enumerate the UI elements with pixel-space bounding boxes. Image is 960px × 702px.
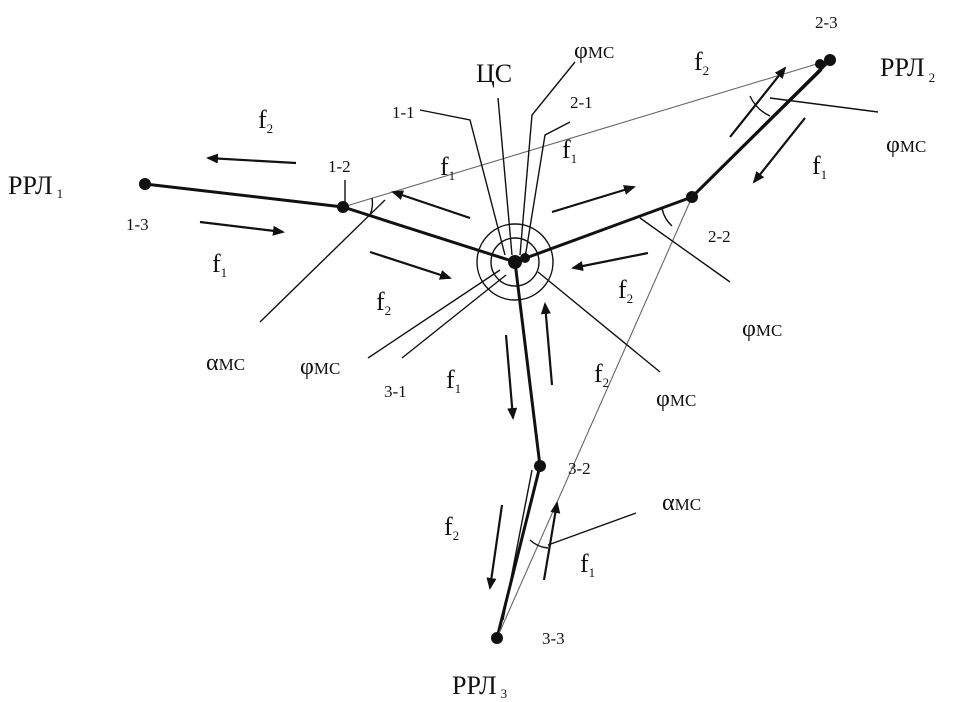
label-1-1: 1-1 (392, 103, 415, 122)
arrow-f2-up-center (540, 302, 554, 386)
center-inner-circle (490, 237, 540, 287)
arrow-f1-upper-center (391, 190, 471, 220)
label-f1-upper-center: f1 (440, 152, 455, 183)
arc-alpha-32 (529, 539, 549, 549)
angle-labels: φМС φМС φМС φМС φМС αМС αМС (206, 38, 926, 516)
label-f1-rrl2: f1 (812, 151, 827, 182)
node-rrl1 (139, 178, 151, 190)
label-center: ЦС (476, 59, 512, 88)
arrow-f2-left-center (369, 250, 452, 280)
pointer-3-1 (401, 274, 507, 359)
label-f2-rrl3: f2 (444, 512, 459, 543)
node-3-3 (491, 632, 503, 644)
label-f2-right-center: f2 (618, 275, 633, 306)
arrow-f2-rrl3-down (486, 504, 504, 590)
node-2-3b (815, 59, 825, 69)
label-phi-right: φМС (742, 316, 782, 342)
interference-lines (342, 59, 831, 639)
node-3-2 (534, 460, 546, 472)
pointer-2-1 (524, 121, 571, 259)
link-rrl3-parallel (502, 469, 533, 621)
label-2-1: 2-1 (570, 93, 593, 112)
label-3-1: 3-1 (384, 382, 407, 401)
center-node-b (520, 253, 530, 263)
node-2-2 (686, 191, 698, 203)
arrow-f2-top-left (206, 153, 297, 165)
pointer-alpha-rrl3 (547, 512, 637, 546)
link-rrl2-parallel (699, 69, 823, 191)
arrows (199, 66, 806, 590)
label-f2-up-center: f2 (594, 359, 609, 390)
pointer-phi-left (367, 269, 501, 359)
label-f1-rrl3: f1 (580, 549, 595, 580)
center-pointer-lines (259, 61, 879, 546)
label-phi-top: φМС (574, 38, 614, 64)
label-f2-top-left: f2 (258, 105, 273, 136)
center-station (476, 223, 554, 301)
label-f1-down-center: f1 (446, 365, 461, 396)
label-2-2: 2-2 (708, 227, 731, 246)
node-1-2 (337, 201, 349, 213)
label-f1-right-center: f1 (562, 135, 577, 166)
main-links (143, 58, 832, 640)
pointer-cs (497, 97, 513, 256)
label-phi-left: φМС (300, 354, 340, 380)
label-2-3: 2-3 (815, 13, 838, 32)
node-labels: 1-1 1-2 1-3 2-1 2-2 2-3 3-1 3-2 3-3 (126, 13, 838, 648)
label-f2-left-center: f2 (376, 287, 391, 318)
label-alpha-left: αМС (206, 350, 245, 376)
center-node (508, 255, 522, 269)
link-center-rrl3 (495, 260, 542, 640)
label-alpha-rrl3: αМС (662, 490, 701, 516)
frequency-labels: f2 f1 f1 f2 f1 f2 f1 f2 f2 f1 f2 f1 (212, 47, 827, 580)
label-phi-rrl2: φМС (886, 132, 926, 158)
pointer-alpha-left (259, 199, 386, 323)
pointer-phi-top (519, 61, 576, 256)
arrow-f2-rrl2-up (729, 66, 787, 138)
arc-phi-23 (749, 95, 771, 117)
label-3-2: 3-2 (568, 459, 591, 478)
arrow-f1-down-center (504, 334, 518, 420)
pointer-phi-right (639, 217, 731, 283)
arrow-f2-right-center (571, 251, 649, 271)
arrow-f1-left (199, 220, 285, 236)
label-1-3: 1-3 (126, 215, 149, 234)
pointer-1-1 (419, 109, 506, 256)
pointer-phi-rrl2 (769, 97, 879, 113)
arrow-f1-rrl2-down (752, 117, 806, 184)
label-1-2: 1-2 (328, 157, 351, 176)
arrow-f1-rrl3-up (542, 501, 561, 581)
line-22-to-33 (496, 196, 693, 639)
arc-alpha-12 (369, 197, 374, 216)
arrow-f1-right-center (551, 185, 636, 214)
angle-arcs (369, 95, 771, 549)
label-f1-left: f1 (212, 249, 227, 280)
arc-phi-22 (661, 207, 673, 227)
label-f2-rrl2: f2 (694, 47, 709, 78)
label-3-3: 3-3 (542, 629, 565, 648)
label-phi-bottom: φМС (656, 386, 696, 412)
center-outer-circle (476, 223, 554, 301)
line-12-to-23 (342, 59, 831, 208)
nodes (139, 54, 836, 644)
pointer-phi-bottom (537, 271, 661, 373)
node-2-3 (824, 54, 836, 66)
